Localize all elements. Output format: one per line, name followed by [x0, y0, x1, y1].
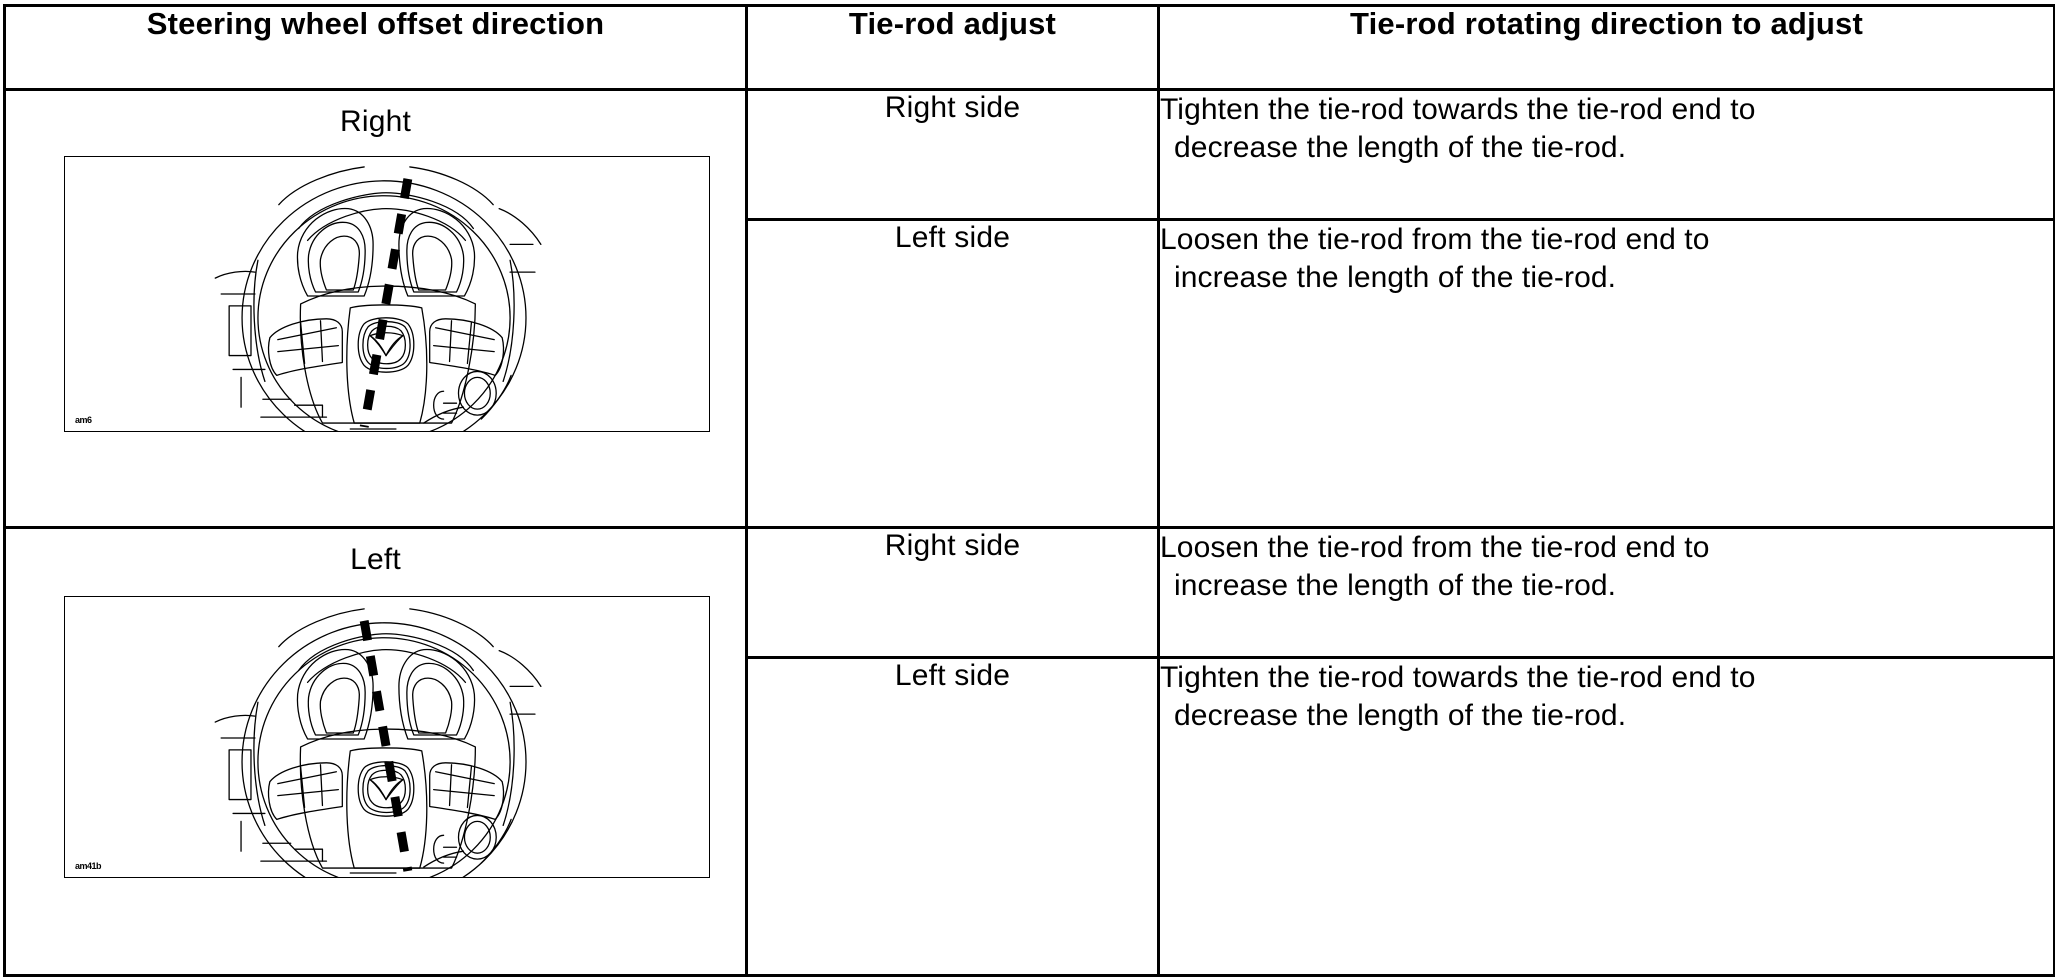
- desc-line-2: increase the length of the tie-rod.: [1174, 261, 1617, 295]
- steering-wheel-illustration-right: am6: [64, 156, 710, 432]
- steering-wheel-illustration-left: am41b: [64, 596, 710, 878]
- direction-cell-right: Right: [3, 88, 748, 529]
- tie-rod-side-right-2: Left side: [745, 218, 1160, 529]
- desc-line-2: increase the length of the tie-rod.: [1174, 569, 1617, 603]
- table-row: Left: [3, 526, 2055, 977]
- offset-dashed-line-left: [359, 620, 413, 872]
- table-row: Left side Loosen the tie-rod from the ti…: [5, 218, 2055, 529]
- tie-rod-side-left-1: Right side: [745, 526, 1160, 659]
- figure-id-label: am6: [75, 415, 92, 425]
- header-tie-rod-rotating-direction: Tie-rod rotating direction to adjust: [1157, 4, 2055, 91]
- offset-dashed-line-right: [359, 178, 413, 428]
- direction-cell-left: Left: [3, 526, 748, 977]
- steering-wheel-icon-right: [214, 166, 542, 431]
- tie-rod-side-left-2: Left side: [745, 656, 1160, 977]
- desc-line-1: Tighten the tie-rod towards the tie-rod …: [1160, 661, 1756, 694]
- header-steering-wheel-offset-direction: Steering wheel offset direction: [3, 4, 748, 91]
- table-row: Left side Tighten the tie-rod towards th…: [5, 656, 2055, 977]
- tie-rod-description-right-2: Loosen the tie-rod from the tie-rod end …: [1157, 218, 2055, 529]
- tie-rod-adjust-table: Steering wheel offset direction Tie-rod …: [3, 4, 2055, 977]
- tie-rod-description-right-1: Tighten the tie-rod towards the tie-rod …: [1157, 88, 2055, 221]
- desc-line-2: decrease the length of the tie-rod.: [1174, 699, 1627, 733]
- desc-line-1: Tighten the tie-rod towards the tie-rod …: [1160, 93, 1756, 126]
- desc-line-1: Loosen the tie-rod from the tie-rod end …: [1160, 223, 1710, 256]
- desc-line-2: decrease the length of the tie-rod.: [1174, 131, 1627, 165]
- steering-wheel-icon-left: [214, 608, 542, 877]
- table-row: Right: [3, 88, 2055, 529]
- header-tie-rod-adjust: Tie-rod adjust: [745, 4, 1160, 91]
- tie-rod-side-right-1: Right side: [745, 88, 1160, 221]
- table-sheet: Steering wheel offset direction Tie-rod …: [0, 4, 2055, 979]
- desc-line-1: Loosen the tie-rod from the tie-rod end …: [1160, 531, 1710, 564]
- direction-label-left: Left: [350, 543, 401, 576]
- tie-rod-description-left-1: Loosen the tie-rod from the tie-rod end …: [1157, 526, 2055, 659]
- table-header-row: Steering wheel offset direction Tie-rod …: [3, 4, 2055, 91]
- direction-label-right: Right: [339, 105, 412, 138]
- tie-rod-description-left-2: Tighten the tie-rod towards the tie-rod …: [1157, 656, 2055, 977]
- figure-id-label: am41b: [75, 861, 102, 871]
